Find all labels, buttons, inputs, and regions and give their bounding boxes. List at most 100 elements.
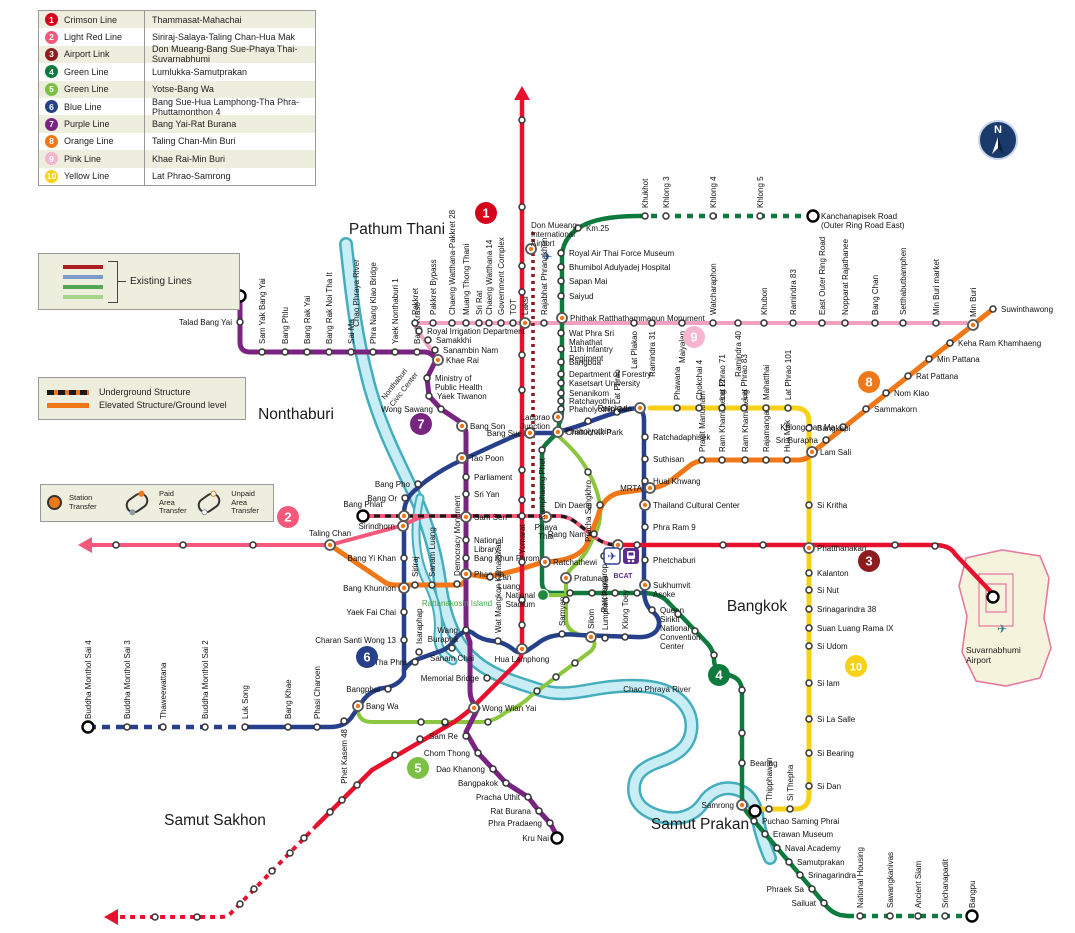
station-label: Srichanapadit bbox=[941, 858, 950, 908]
station-label: Phaholyothin bbox=[565, 427, 611, 436]
station-unnamed bbox=[710, 651, 718, 659]
station-label: Parliament bbox=[474, 473, 513, 482]
line-route: Bang Yai-Rat Burana bbox=[144, 115, 315, 133]
station-label: Sawangkanivas bbox=[886, 852, 895, 908]
station-laksi: Laksi bbox=[519, 296, 531, 329]
map-label: Airport bbox=[966, 655, 992, 665]
line-badge-2: 2 bbox=[277, 506, 299, 528]
station-phra-nang-klao-bridge: Phra Nang Klao Bridge bbox=[369, 262, 378, 356]
legend-transfer: Station Transfer Paid Area Transfer Unpa… bbox=[40, 484, 274, 522]
station-national-housing: National Housing bbox=[856, 847, 865, 920]
station-label: Kru Nai bbox=[522, 834, 549, 843]
station-bang-rak-noi-tha-it: Bang Rak Noi Tha It bbox=[325, 271, 334, 356]
svg-text:2: 2 bbox=[284, 510, 291, 525]
station-bangbua: Bangbua bbox=[557, 358, 602, 367]
station-sailuat: Sailuat bbox=[792, 899, 828, 908]
station-label: Buddha Monthol Sai 4 bbox=[84, 640, 93, 719]
station-label: Ratchayothin bbox=[569, 397, 616, 406]
station-parliament: Parliament bbox=[462, 473, 513, 482]
station-government-complex: Government Complex bbox=[497, 237, 506, 327]
station-label: Sapan Mai bbox=[569, 277, 607, 286]
station-label: Sam Re bbox=[429, 732, 458, 741]
map-label: Airport bbox=[531, 239, 555, 248]
line-name: Green Line bbox=[64, 84, 109, 95]
airport-terminal-outline bbox=[978, 573, 1014, 627]
station-label: Erawan Museum bbox=[773, 830, 833, 839]
station-label: Yaek Nonthaburi 1 bbox=[391, 278, 400, 344]
line-route: Bang Sue-Hua Lamphong-Tha Phra-Phuttamon… bbox=[144, 97, 315, 117]
line-name: Blue Line bbox=[64, 101, 102, 112]
station-label: Department of Forestry bbox=[569, 370, 651, 379]
station-si-kritha: Si Kritha bbox=[805, 501, 848, 510]
map-label: Chao Phraya River bbox=[352, 259, 361, 327]
station-label: Pradit Manutham bbox=[698, 391, 707, 452]
line-badge-10: 10 bbox=[845, 655, 867, 677]
station-unnamed bbox=[986, 590, 1000, 604]
map-label: Rattanakosin Island bbox=[422, 599, 492, 608]
station-label: Watcharaphon bbox=[709, 263, 718, 315]
station-khlong-5: Khlong 5 bbox=[756, 176, 765, 220]
station-label: Srinagarindra 38 bbox=[817, 605, 877, 614]
station-label: Yaek Fai Chai bbox=[346, 608, 396, 617]
station-label: Bang Khun Phrom bbox=[474, 554, 540, 563]
svg-text:5: 5 bbox=[414, 761, 421, 776]
station-pakkret-bypass: Pakkret Bypass bbox=[429, 259, 438, 327]
station-label: Lat Phrao 101 bbox=[784, 349, 793, 400]
station-label: Phithak Ratthathammanun Monument bbox=[570, 314, 706, 323]
station-tha-phra: Tha Phra bbox=[374, 658, 419, 667]
station-pradit-manutham: Pradit Manutham bbox=[698, 391, 707, 464]
station-phasi-charoen: Phasi Charoen bbox=[313, 666, 322, 731]
svg-text:7: 7 bbox=[417, 417, 424, 432]
station-label: Rajamangala bbox=[762, 404, 771, 452]
station-bang-chan: Bang Chan bbox=[871, 275, 880, 327]
line-route: Khae Rai-Min Buri bbox=[144, 150, 315, 168]
station-suwinthawong: Suwinthawong bbox=[989, 305, 1053, 314]
station-unnamed bbox=[552, 673, 560, 681]
station-unnamed bbox=[416, 735, 424, 743]
station-label: Sam Sen bbox=[474, 513, 507, 522]
station-label: Bangkapi bbox=[817, 424, 851, 433]
station-transfer-label: Station Transfer bbox=[69, 493, 97, 511]
map-label: ✈ bbox=[997, 622, 1007, 636]
station-label: Phetchaburi bbox=[653, 556, 696, 565]
station-huai-khwang: Huai Khwang bbox=[641, 477, 701, 486]
station-label: Bang Rak Yai bbox=[303, 296, 312, 344]
station-dao-khanong: Dao Khanong bbox=[436, 765, 497, 774]
station-unnamed bbox=[518, 596, 526, 604]
station-bang-khunnon: Bang Khunnon bbox=[343, 582, 410, 594]
line-name: Green Line bbox=[64, 66, 109, 77]
bcat-city-air-terminal-icon: ✈ bbox=[603, 547, 639, 565]
station-bang-phlu: Bang Phlu bbox=[281, 307, 290, 356]
map-label: ✈ bbox=[542, 249, 553, 264]
station-si-thepha: Si Thepha bbox=[786, 764, 795, 813]
station-label: Bhumibol Adulyadej Hospital bbox=[569, 263, 671, 272]
svg-text:6: 6 bbox=[363, 650, 370, 665]
station-wong-sawang: Wong Sawang bbox=[381, 405, 445, 414]
station-senanikom: Senanikom bbox=[557, 389, 609, 398]
station-pratunam: Pratunam bbox=[560, 572, 609, 584]
line-badge-5: 5 bbox=[407, 757, 429, 779]
station-nopparat-rajathanee: Nopparat Rajathanee bbox=[841, 238, 850, 327]
station-label: Wat Mangkon Kamalawat bbox=[494, 541, 503, 633]
station-label: Ratchada bbox=[598, 404, 633, 413]
station-unnamed bbox=[151, 913, 159, 921]
station-yaek-nonthaburi-1: Yaek Nonthaburi 1 bbox=[391, 278, 400, 356]
station-democracy-monument: Democracy Monument bbox=[453, 495, 462, 588]
station-label: Samyan bbox=[558, 597, 567, 626]
station-label: Royal Air Thai Force Museum bbox=[569, 249, 675, 258]
station-label: Bang Chan bbox=[871, 275, 880, 315]
station-bang-sue: Bang Sue bbox=[487, 427, 536, 439]
station-label: Keha Ram Khamhaeng bbox=[958, 339, 1041, 348]
station-km-25: Km.25 bbox=[574, 224, 610, 233]
svg-text:3: 3 bbox=[865, 554, 872, 569]
